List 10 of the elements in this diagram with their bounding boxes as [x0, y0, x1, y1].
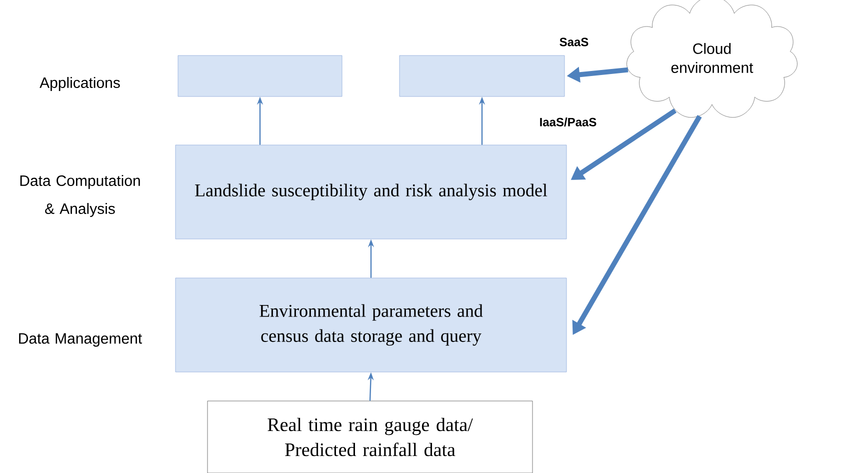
edge-label: SaaS [558, 36, 590, 48]
data-source-box: Real time rain gauge data/ Predicted rainfall data [207, 400, 533, 473]
process-box: Landslide susceptibility and risk analysis model [175, 144, 567, 240]
process-box [399, 55, 565, 97]
process-box [178, 55, 342, 97]
process-box: Environmental parameters and census data storage and query [175, 278, 567, 372]
layer-label: Applications [40, 77, 120, 91]
layer-label: Data Computation & Analysis [20, 175, 140, 217]
edge-label: IaaS/PaaS [538, 116, 598, 128]
layer-label: Data Management [19, 333, 142, 347]
